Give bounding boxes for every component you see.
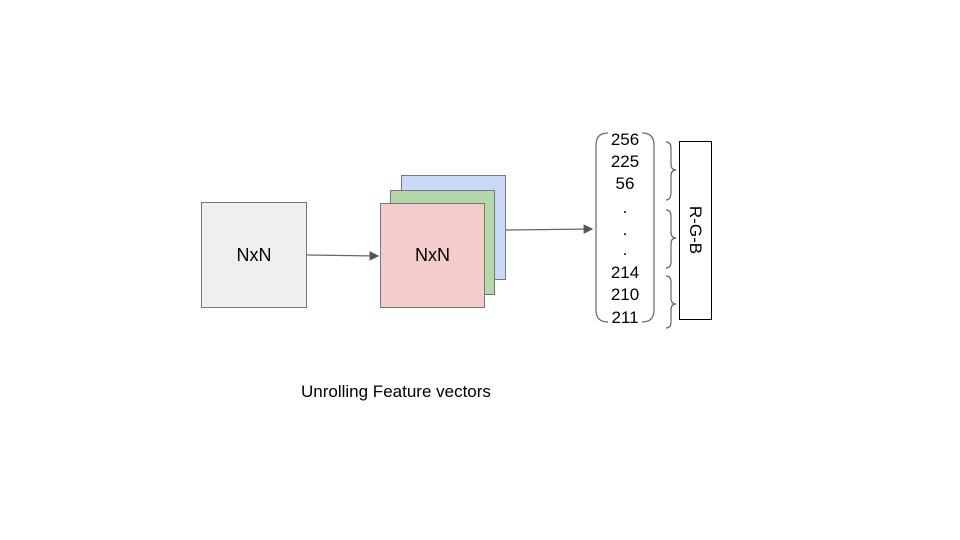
diagram-caption: Unrolling Feature vectors <box>301 382 491 401</box>
vector-value: 256 <box>610 130 640 149</box>
feature-vector: 256 225 56 . . . 214 210 211 <box>595 128 655 328</box>
brace-middle <box>665 209 677 269</box>
vector-value: 211 <box>611 308 639 327</box>
rgb-box: R-G-B <box>679 141 712 320</box>
input-matrix-label: NxN <box>236 244 272 265</box>
vector-ellipsis: . <box>622 220 628 239</box>
vector-ellipsis: . <box>622 198 628 217</box>
brace-top <box>665 141 677 201</box>
vector-value: 210 <box>610 285 640 304</box>
vector-left-bracket <box>595 132 609 323</box>
stack-matrix-label: NxN <box>415 245 450 265</box>
vector-value: 225 <box>610 152 640 171</box>
channel-layer-red: NxN <box>380 203 485 308</box>
input-matrix-box: NxN <box>201 202 307 308</box>
arrow-input-to-stack <box>306 251 380 261</box>
vector-value: 56 <box>615 174 635 193</box>
vector-right-bracket <box>641 132 655 323</box>
vector-ellipsis: . <box>622 240 628 259</box>
arrow-stack-to-vector <box>505 224 594 234</box>
rgb-label: R-G-B <box>686 205 705 255</box>
vector-value: 214 <box>610 263 640 282</box>
brace-bottom <box>665 275 677 329</box>
